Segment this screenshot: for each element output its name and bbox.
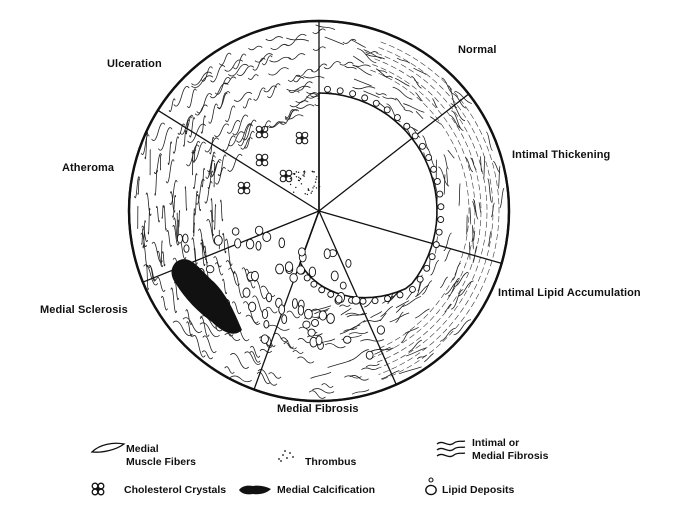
cholesterol-crystal-icon xyxy=(90,481,106,497)
legend-lipid-deposits: Lipid Deposits xyxy=(442,484,514,497)
lipid-deposit-icon xyxy=(422,476,440,498)
thrombus-dots-icon xyxy=(276,449,296,463)
legend-medial-muscle-fibers: Medial Muscle Fibers xyxy=(126,443,196,469)
legend-medial-calcification: Medial Calcification xyxy=(277,484,375,497)
label-atheroma: Atheroma xyxy=(62,162,114,174)
label-intimal-lipid-accumulation: Intimal Lipid Accumulation xyxy=(498,287,641,299)
label-normal: Normal xyxy=(458,44,497,56)
legend-intimal-medial-fibrosis: Intimal or Medial Fibrosis xyxy=(472,437,548,463)
muscle-fiber-icon xyxy=(90,440,126,456)
label-medial-sclerosis: Medial Sclerosis xyxy=(40,304,128,316)
calcification-blob-icon xyxy=(238,484,272,496)
label-intimal-thickening: Intimal Thickening xyxy=(512,149,610,161)
fibrosis-wave-icon xyxy=(436,438,466,460)
label-medial-fibrosis: Medial Fibrosis xyxy=(277,403,359,415)
label-ulceration: Ulceration xyxy=(107,58,162,70)
legend-cholesterol-crystals: Cholesterol Crystals xyxy=(124,484,226,497)
legend-thrombus: Thrombus xyxy=(305,456,356,469)
